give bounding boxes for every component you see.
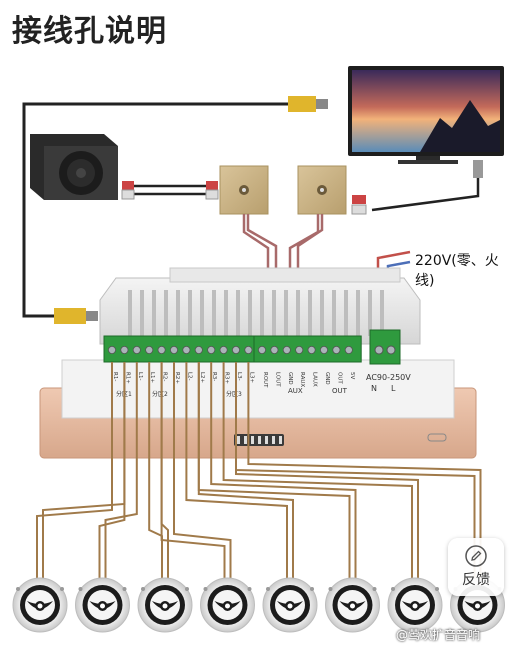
amplifier-device <box>39 267 477 459</box>
terminal-label: L3+ <box>248 372 254 384</box>
speaker-icon <box>200 577 255 633</box>
page-title: 接线孔说明 <box>12 14 167 49</box>
terminal-label: R1+ <box>124 372 130 384</box>
wall-plate-right <box>297 165 347 215</box>
power-label: 220V(零、火线) <box>415 253 499 289</box>
aux-label: AUX <box>288 387 303 395</box>
terminal-strip-left <box>103 335 262 363</box>
terminal-label: L3- <box>236 372 242 381</box>
tv-audio-plug <box>473 160 483 178</box>
ceiling-speakers <box>12 577 505 633</box>
edit-icon <box>465 545 487 567</box>
terminal-label: L2- <box>186 372 192 381</box>
subwoofer-icon <box>30 134 118 200</box>
tv-icon <box>348 66 504 164</box>
feedback-button[interactable]: 反馈 <box>448 538 504 596</box>
terminal-label: 5V <box>349 372 355 379</box>
rca-cable-sub <box>121 181 219 200</box>
terminal-label: L1+ <box>149 372 155 384</box>
speaker-icon <box>262 577 318 633</box>
terminal-labels-left: R1- R1+ L1- L1+ R2- R2+ L2- L2+ R3- R3+ L3- L3+ <box>112 372 254 384</box>
zone3-label: 分区3 <box>226 390 242 398</box>
live-label: L <box>391 384 396 393</box>
neutral-label: N <box>371 384 377 393</box>
terminal-label: RAUX <box>299 372 305 387</box>
terminal-label: L2+ <box>199 372 205 384</box>
terminal-label: LOUT <box>274 372 280 387</box>
ac-rating-label: AC90-250V <box>366 373 411 382</box>
watermark: @莺欢扩音音响 <box>396 628 481 642</box>
terminal-label: L1- <box>137 372 143 381</box>
speaker-icon <box>12 577 68 633</box>
hdmi-cable <box>22 96 328 324</box>
terminal-label: R3- <box>211 372 217 381</box>
zone2-label: 分区2 <box>152 390 168 398</box>
terminal-power <box>369 329 401 365</box>
terminal-label: R2+ <box>174 372 180 384</box>
speaker-icon <box>325 577 380 633</box>
speaker-icon <box>387 577 443 633</box>
terminal-label: GND <box>324 372 330 385</box>
wall-plate-left <box>219 165 269 215</box>
terminal-strip-right <box>253 335 362 363</box>
speaker-icon <box>75 577 130 633</box>
speaker-icon <box>137 577 193 633</box>
terminal-label: ROUT <box>262 372 268 388</box>
terminal-label: R3+ <box>224 372 230 384</box>
terminal-label: R1- <box>112 372 118 381</box>
terminal-label: LAUX <box>312 372 318 387</box>
terminal-label: GND <box>287 372 293 385</box>
terminal-label: OUT <box>336 372 342 384</box>
rca-cable-tv <box>351 195 367 215</box>
out-label: OUT <box>332 387 348 395</box>
feedback-label: 反馈 <box>462 572 490 588</box>
terminal-label: R2- <box>162 372 168 381</box>
speaker-wires <box>36 362 482 584</box>
tv-audio-cable <box>371 160 480 212</box>
terminal-labels-right: ROUT LOUT GND RAUX LAUX GND OUT 5V <box>262 372 355 388</box>
